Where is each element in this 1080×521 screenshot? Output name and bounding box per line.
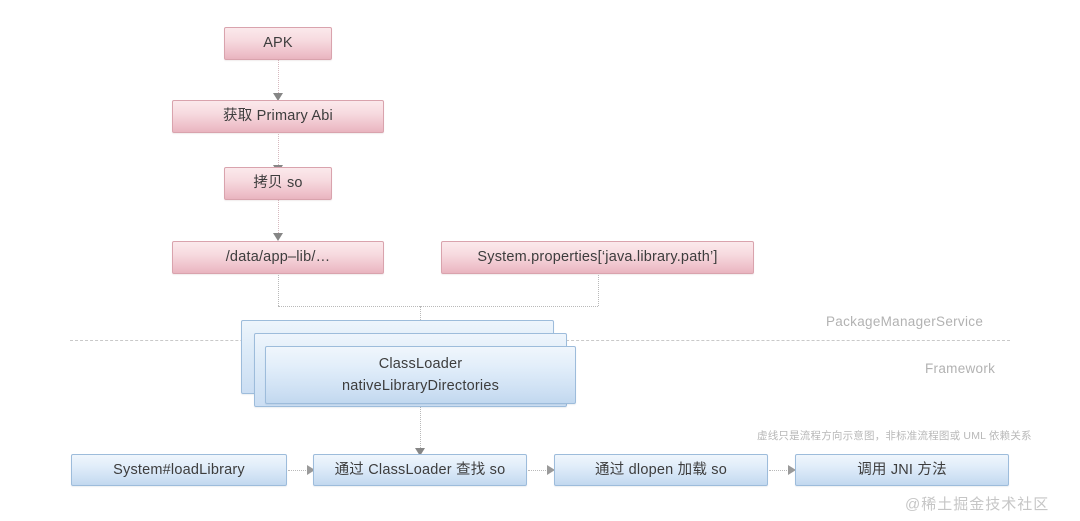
- connector-applib-down: [278, 273, 279, 306]
- node-copy-so[interactable]: 拷贝 so: [224, 167, 332, 200]
- watermark: @稀土掘金技术社区: [905, 496, 1050, 513]
- connector-findso-to-dlopen: [528, 470, 548, 471]
- connector-dlopen-to-jni: [769, 470, 789, 471]
- connector-sysprops-down: [598, 273, 599, 306]
- connector-classloader-to-findso: [420, 404, 421, 448]
- node-get-primary-abi[interactable]: 获取 Primary Abi: [172, 100, 384, 133]
- node-system-properties[interactable]: System.properties[‘java.library.path’]: [441, 241, 754, 274]
- connector-bracket-horizontal: [278, 306, 598, 307]
- node-call-jni-method[interactable]: 调用 JNI 方法: [795, 454, 1009, 486]
- zone-label-packagemanagerservice: PackageManagerService: [826, 314, 984, 329]
- zone-label-framework: Framework: [925, 361, 996, 376]
- arrowhead-classloader-to-findso: [415, 448, 425, 456]
- connector-apk-to-abi: [278, 60, 279, 93]
- arrowhead-findso-to-dlopen: [547, 465, 555, 475]
- arrowhead-apk-to-abi: [273, 93, 283, 101]
- node-classloader-front[interactable]: ClassLoader nativeLibraryDirectories: [265, 346, 576, 404]
- node-find-so-via-classloader[interactable]: 通过 ClassLoader 查找 so: [313, 454, 527, 486]
- connector-loadlibrary-to-findso: [288, 470, 308, 471]
- arrowhead-copyso-to-applib: [273, 233, 283, 241]
- classloader-title: ClassLoader: [378, 356, 463, 373]
- node-system-loadlibrary[interactable]: System#loadLibrary: [71, 454, 287, 486]
- connector-abi-to-copyso: [278, 132, 279, 165]
- diagram-footnote: 虚线只是流程方向示意图，非标准流程图或 UML 依赖关系: [757, 430, 1032, 442]
- arrowhead-dlopen-to-jni: [788, 465, 796, 475]
- connector-bracket-to-classloader: [420, 306, 421, 328]
- node-dlopen-load-so[interactable]: 通过 dlopen 加载 so: [554, 454, 768, 486]
- arrowhead-loadlibrary-to-findso: [307, 465, 315, 475]
- connector-copyso-to-applib: [278, 200, 279, 233]
- node-data-app-lib[interactable]: /data/app–lib/…: [172, 241, 384, 274]
- classloader-field: nativeLibraryDirectories: [341, 377, 500, 394]
- node-apk[interactable]: APK: [224, 27, 332, 60]
